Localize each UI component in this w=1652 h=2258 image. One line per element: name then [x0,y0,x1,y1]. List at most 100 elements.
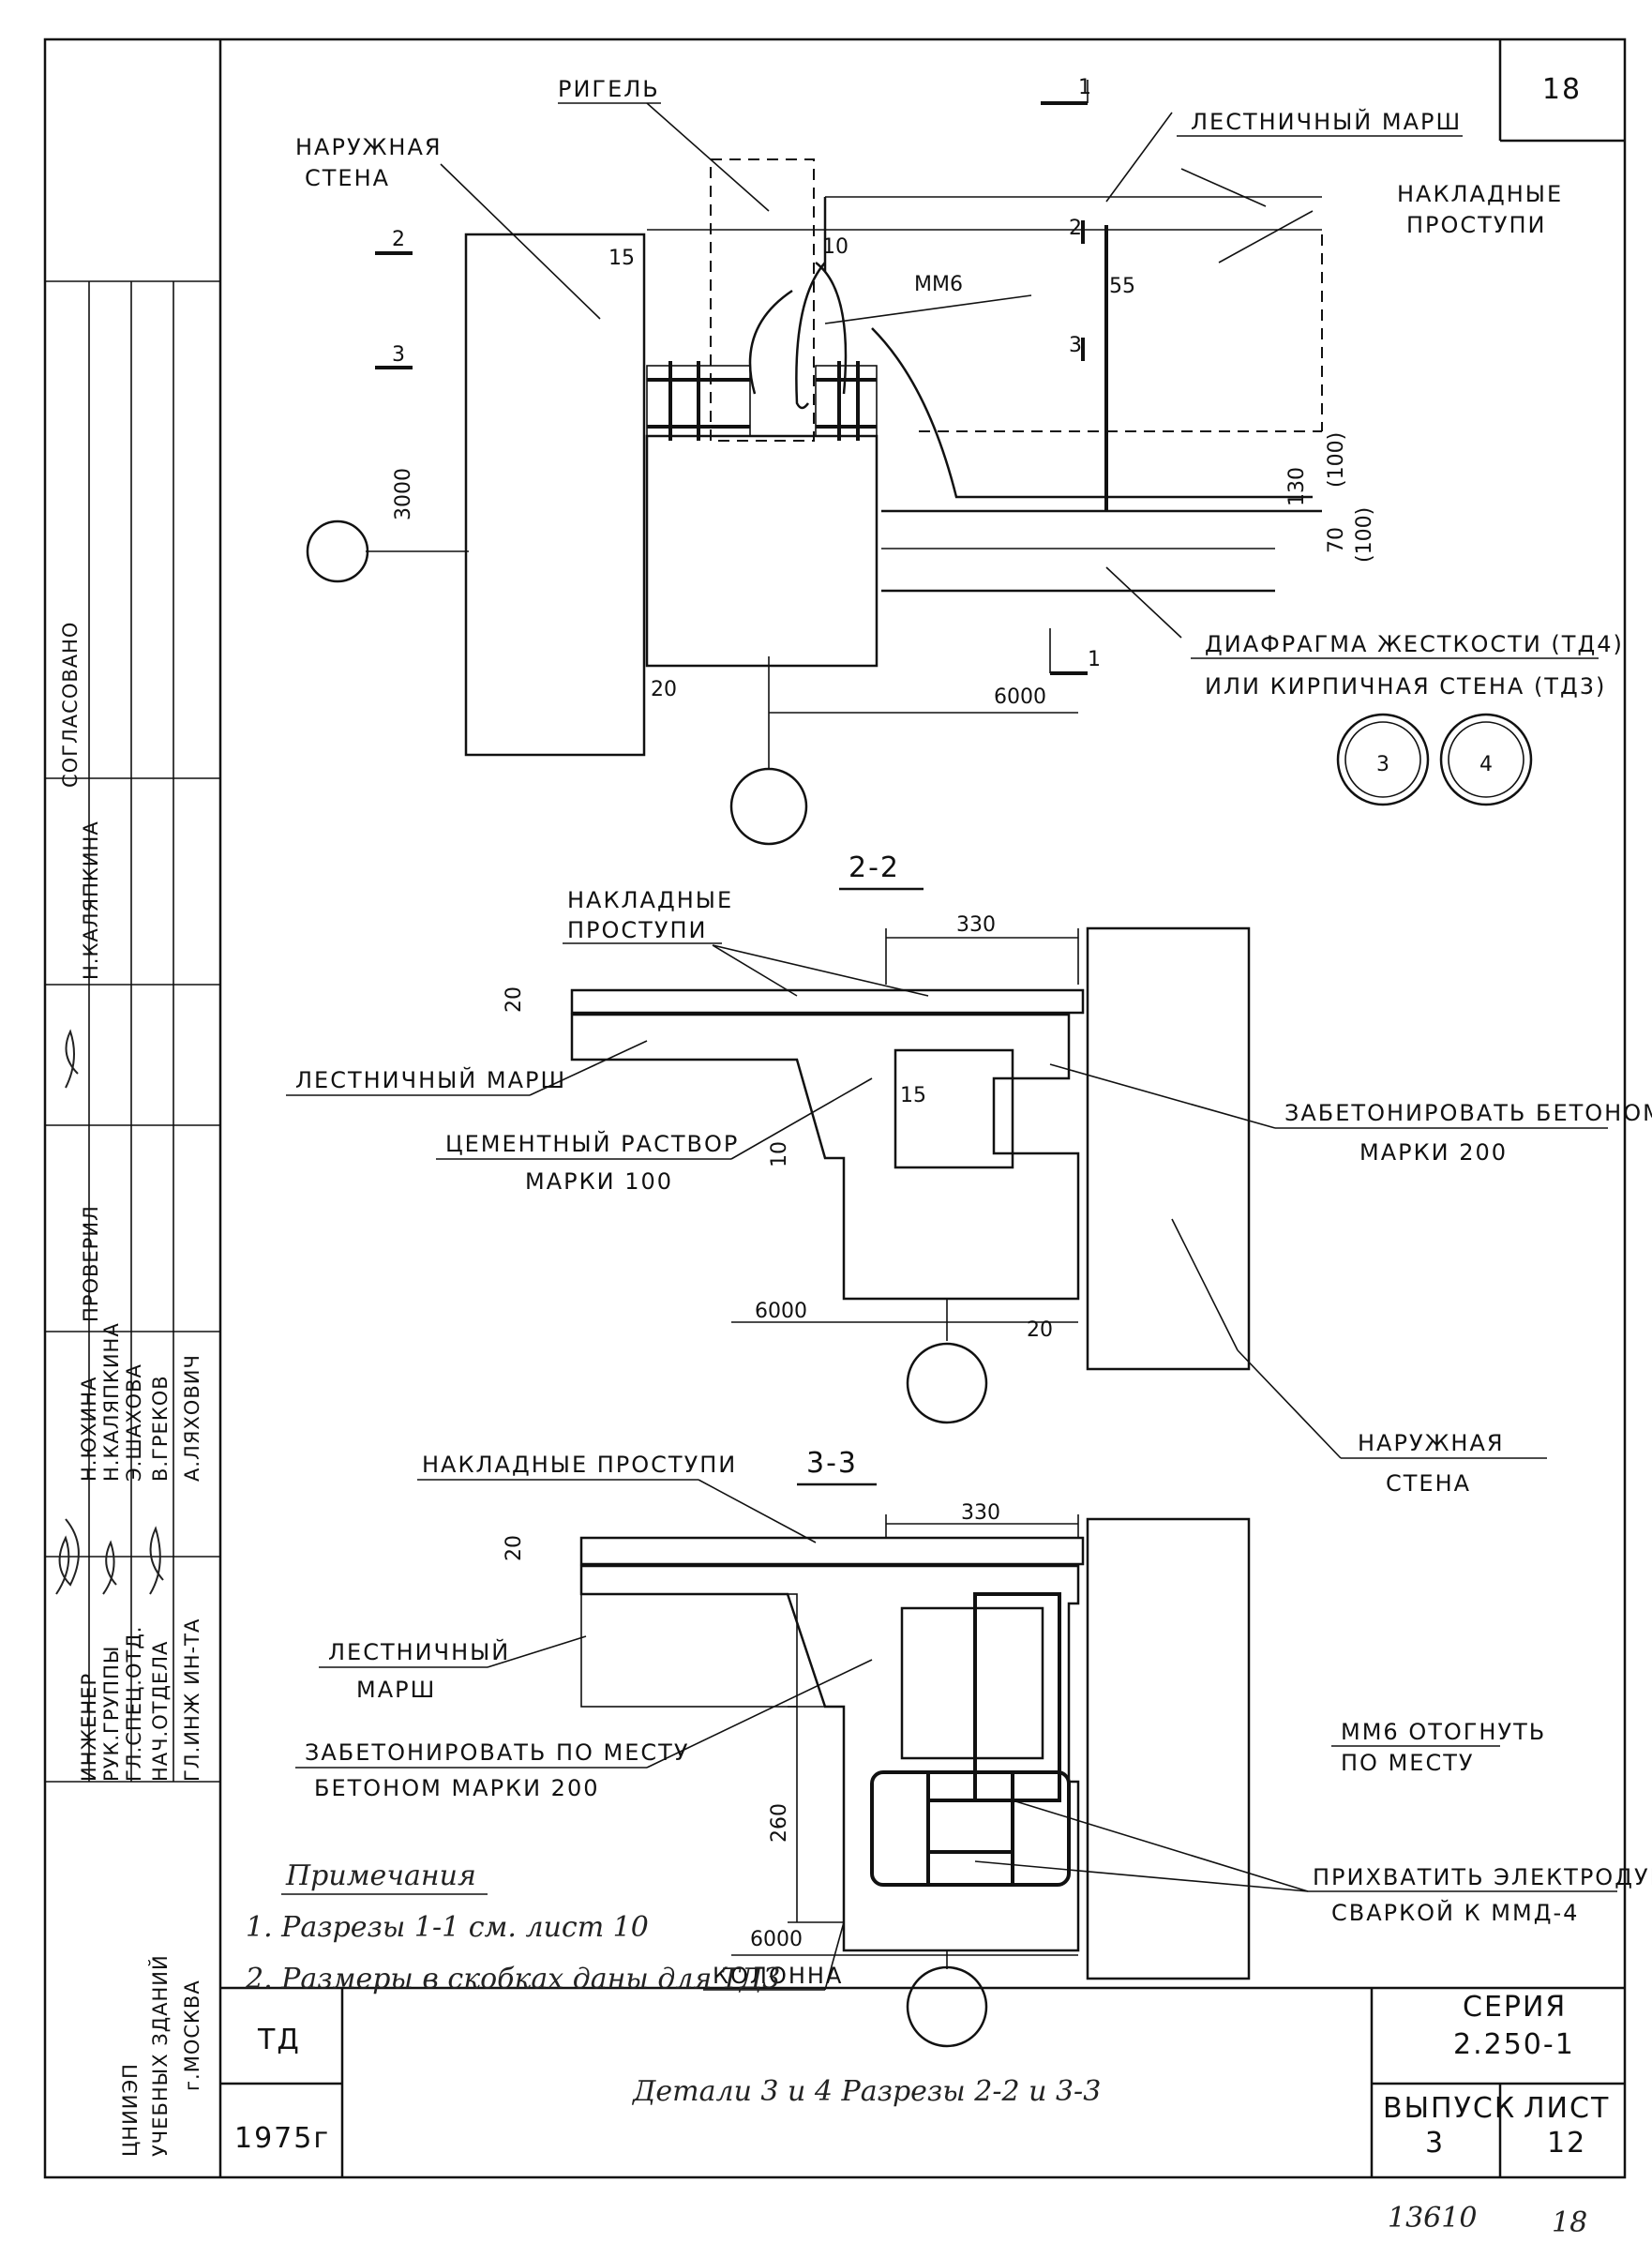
role-3: ГЛ.СПЕЦ.ОТД. [123,1626,145,1782]
mortar-label-1: ЦЕМЕНТНЫЙ РАСТВОР [445,1130,739,1157]
name-1: А.ЛЯХОВИЧ [181,1354,203,1482]
cut-mark-3: 3 [392,343,405,367]
stair-flight-section [570,1013,1080,1301]
signature-scribble [65,1029,79,1089]
mm6-label: ММ6 [914,273,963,296]
cut-mark-2b: 2 [1069,217,1082,240]
outer-wall [464,233,646,757]
tread-overlay [570,988,1085,1015]
stair-label-1: ЛЕСТНИЧНЫЙ [328,1638,510,1665]
title-block-year: 1975г [234,2122,330,2155]
treads-label-2: ПРОСТУПИ [1406,212,1546,238]
section-2-2: 2-2 330 20 15 10 20 6000 НАКЛАДНЫЕ ПРОСТ… [286,851,1652,1497]
series-value: 2.250-1 [1453,2028,1575,2061]
mm6-label-2: ПО МЕСТУ [1341,1750,1474,1776]
dim-55: 55 [1109,275,1135,298]
concrete-label-2: БЕТОНОМ МАРКИ 200 [314,1775,599,1801]
dim-330: 330 [961,1501,1000,1525]
sheet-label: ЛИСТ [1524,2092,1610,2125]
mortar-label-2: МАРКИ 100 [525,1168,673,1195]
top-detail-labels: РИГЕЛЬ НАРУЖНАЯ СТЕНА ЛЕСТНИЧНЫЙ МАРШ НА… [295,76,1624,806]
detail-bubble-3-text: 3 [1376,753,1389,776]
stair-flight-label: ЛЕСТНИЧНЫЙ МАРШ [1191,108,1462,135]
dim-20: 20 [503,986,526,1013]
diaphragm-label: ДИАФРАГМА ЖЕСТКОСТИ (ТД4) [1205,631,1624,657]
issue-value: 3 [1425,2127,1445,2160]
role-2: НАЧ.ОТДЕЛА [149,1641,172,1782]
concrete-label-2: МАРКИ 200 [1359,1139,1508,1166]
weld-label-2: СВАРКОЙ К ММД-4 [1331,1899,1579,1926]
rigel-label: РИГЕЛЬ [558,76,660,102]
dim-20: 20 [503,1535,526,1561]
section-2-2-title: 2-2 [849,851,900,884]
concrete-label-1: ЗАБЕТОНИРОВАТЬ ПО МЕСТУ [305,1739,689,1766]
role-1: ГЛ.ИНЖ ИН-ТА [181,1618,203,1782]
rebar-frame [870,1770,1071,1887]
cut-mark-1: 1 [1078,76,1091,99]
dim-15: 15 [608,247,635,270]
role-4: РУК.ГРУППЫ [100,1646,123,1782]
treads-label-2: ПРОСТУПИ [567,917,707,943]
outer-wall-label-2: СТЕНА [1386,1470,1471,1497]
org-main: ЦНИИЭП [119,2063,142,2157]
column-section [645,434,879,668]
detail-bubble-4-text: 4 [1479,753,1493,776]
org-sub: УЧЕБНЫХ ЗДАНИЙ [148,1954,172,2157]
cut-mark-3b: 3 [1069,334,1082,357]
agreed-name: Н.КАЛЯПКИНА [80,820,102,980]
treads-label-1: НАКЛАДНЫЕ [1397,181,1563,207]
notes-title: Примечания [285,1859,476,1892]
sheet-number: 18 [1542,73,1582,106]
tread-overlay [579,1536,1085,1566]
section-3-3-title: 3-3 [806,1447,858,1480]
issue-label: ВЫПУСК [1383,2092,1516,2125]
detail-bubble-3 [1336,713,1430,806]
column-notch [894,1048,1014,1169]
axis-bubble [306,519,369,583]
axis-bubble [729,767,808,846]
notes: Примечания 1. Разрезы 1-1 см. лист 10 2.… [245,1859,780,1995]
dim-6000: 6000 [994,685,1046,709]
footer-number: 18 [1552,2206,1587,2239]
dim-130: 130 [1285,467,1309,506]
outer-wall-label-2: СТЕНА [305,165,390,191]
concrete-label-1: ЗАБЕТОНИРОВАТЬ БЕТОНОМ [1284,1100,1652,1126]
signature-scribble [149,1526,164,1595]
name-5: Н.ЮХИНА [78,1377,100,1482]
role-5: ИНЖЕНЕР [78,1673,100,1782]
name-2: В.ГРЕКОВ [149,1375,172,1482]
title-block-td: ТД [257,2024,301,2056]
name-4: Н.КАЛЯПКИНА [100,1322,123,1482]
treads-label-1: НАКЛАДНЫЕ [567,887,733,913]
dim-10: 10 [822,235,849,259]
outer-wall-label-1: НАРУЖНАЯ [295,134,443,160]
dim-6000: 6000 [750,1928,803,1951]
name-3: Э.ШАХОВА [123,1363,145,1482]
dim-100b: (100) [1353,507,1376,563]
series-label: СЕРИЯ [1463,1991,1567,2024]
sheet-frame [43,38,1627,2179]
cut-mark-2: 2 [392,228,405,251]
section-3-3: 3-3 330 20 260 6000 НАКЛАДНЫЕ ПРОСТУПИ [295,1447,1652,2048]
outer-wall-section [1086,926,1251,1371]
axis-bubble [906,1965,988,2048]
column-notch [900,1606,1044,1760]
dim-260: 260 [768,1803,791,1843]
outer-wall-section [1086,1517,1251,1980]
dim-15: 15 [900,1084,926,1107]
dim-20: 20 [651,678,677,701]
note-1: 1. Разрезы 1-1 см. лист 10 [246,1911,649,1944]
dim-3000: 3000 [392,468,415,520]
column-label: КОЛОННА [713,1963,843,1989]
mm6-label-1: ММ6 ОТОГНУТЬ [1341,1719,1546,1745]
mm6-bar [795,262,826,410]
dim-330: 330 [956,913,996,937]
signature-scribble [102,1540,117,1595]
dim-6000: 6000 [755,1300,807,1323]
brick-wall-label: ИЛИ КИРПИЧНАЯ СТЕНА (ТД3) [1205,673,1606,700]
dim-10: 10 [768,1141,791,1167]
side-panel: СОГЛАСОВАНО Н.КАЛЯПКИНА ПРОВЕРИЛ ГЛ.ИНЖ … [55,622,203,2157]
top-detail [306,80,1323,846]
outer-wall-label-1: НАРУЖНАЯ [1358,1430,1505,1456]
